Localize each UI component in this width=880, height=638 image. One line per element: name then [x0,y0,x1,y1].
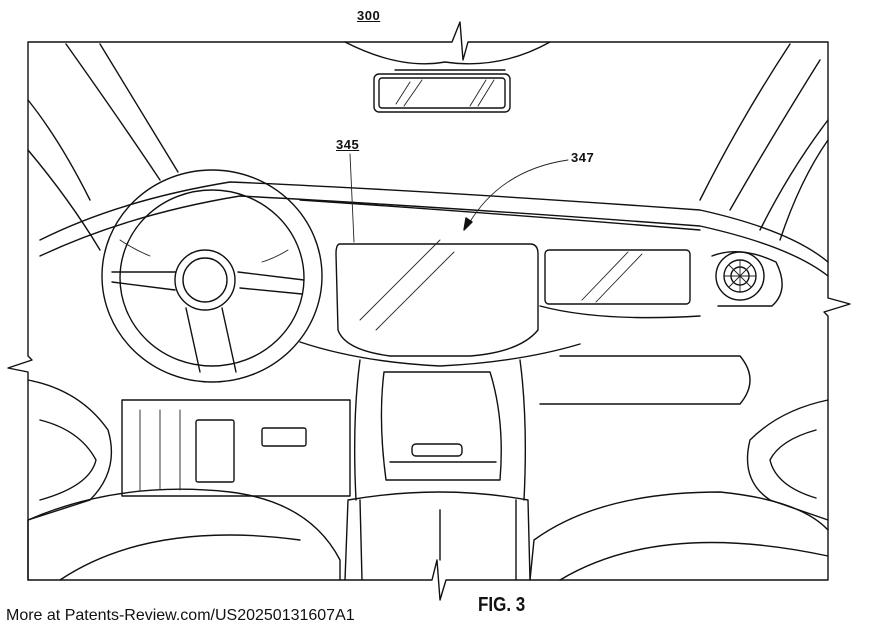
ref-numeral-300: 300 [357,8,381,23]
leader-345 [349,153,355,243]
rearview-mirror [344,41,551,113]
seats [27,488,829,581]
ref-numeral-345: 345 [336,137,360,152]
leader-347 [467,159,569,226]
ref-numeral-347: 347 [571,150,595,165]
footwell [121,399,351,497]
a-pillars [27,43,829,251]
center-console [353,359,527,501]
source-footer: More at Patents-Review.com/US20250131607… [6,607,355,624]
center-display [299,239,581,367]
frame [7,21,851,601]
door-panels [27,355,829,521]
air-vent [711,251,783,307]
steering-wheel [101,169,323,383]
figure-label: FIG. 3 [478,594,526,616]
dashboard [39,181,829,277]
passenger-display [539,249,701,319]
